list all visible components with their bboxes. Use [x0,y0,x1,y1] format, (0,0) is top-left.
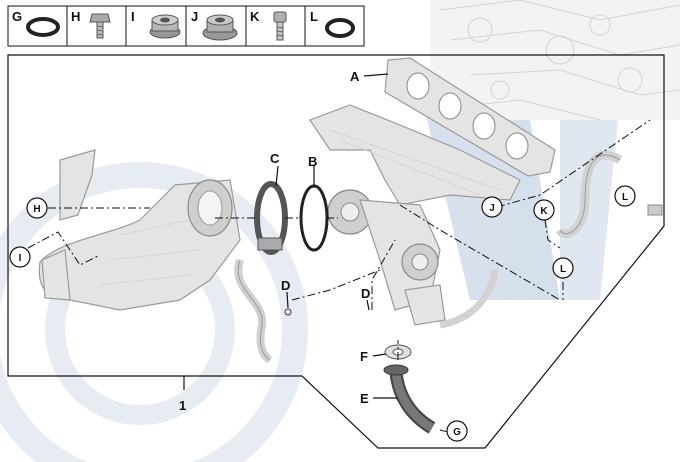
callout-circle-l-lower: L [552,257,574,279]
callout-circle-i: I [9,246,31,268]
seal-ring-part[interactable] [299,184,329,252]
catalytic-converter-part[interactable] [38,149,241,311]
assembly-lines [27,119,651,433]
collar-nut-icon [149,14,181,39]
svg-text:H: H [33,204,40,215]
svg-text:I: I [19,253,22,264]
leader-lines [183,73,398,399]
header-cell-l[interactable]: L [310,9,355,38]
callout-d-right: D [361,286,370,301]
callouts: A B C D D F E 1 H I J K L L [9,69,636,442]
header-letter-l: L [310,9,318,24]
header-cell-k[interactable]: K [250,9,287,41]
callout-d-left: D [281,278,290,293]
header-letter-k: K [250,9,260,24]
svg-text:J: J [489,203,495,214]
o-ring-seal-icon [26,17,60,37]
manifold-gasket-part[interactable] [384,57,556,177]
header-cell-i[interactable]: I [131,9,181,39]
callout-circle-l-upper: L [614,185,636,207]
oil-return-line-part[interactable] [383,344,436,434]
callout-e: E [360,391,369,406]
kit-frame [7,54,665,449]
callout-circle-j: J [481,196,503,218]
oil-feed-line-part[interactable] [234,258,292,364]
turbocharger-part[interactable] [309,104,521,326]
header-letter-h: H [71,9,80,24]
socket-bolt-icon [273,11,287,41]
gasket-ring-icon [325,18,355,38]
svg-text:K: K [540,206,548,217]
svg-text:L: L [560,264,566,275]
screw-icon [89,13,111,39]
callout-c: C [270,151,280,166]
kit-number-label: 1 [179,398,186,413]
svg-text:G: G [453,427,461,438]
callout-b: B [308,154,317,169]
header-letter-i: I [131,9,135,24]
callout-circle-g: G [446,420,468,442]
svg-text:L: L [622,192,628,203]
callout-a: A [350,69,360,84]
header-parts-strip: G H I J [7,5,365,47]
callout-circle-k: K [533,199,555,221]
header-cell-h[interactable]: H [71,9,111,39]
coolant-line-part[interactable] [439,150,663,329]
header-letter-g: G [12,9,22,24]
header-letter-j: J [191,9,198,24]
header-cell-g[interactable]: G [12,9,60,37]
callout-circle-h: H [26,197,48,219]
flange-nut-icon [202,14,238,41]
header-cell-j[interactable]: J [191,9,238,41]
callout-f: F [360,349,368,364]
